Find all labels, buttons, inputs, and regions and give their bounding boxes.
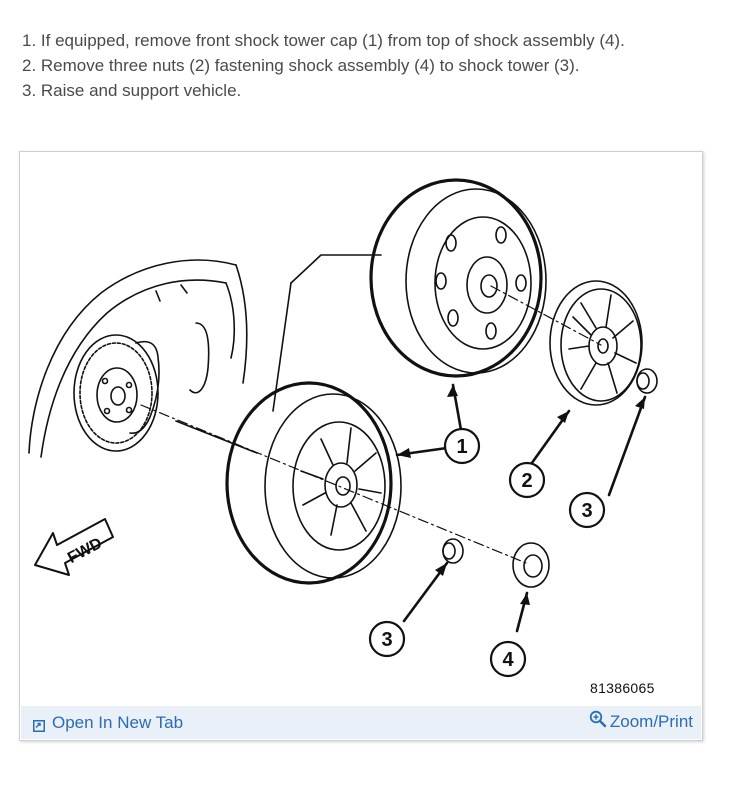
callout-3-lower-label: 3 — [381, 629, 392, 651]
figure-card: 1 2 3 3 4 FWD 81386065 Open In New Tab Z… — [19, 151, 703, 741]
open-in-new-tab-icon — [33, 717, 45, 732]
callout-2-label: 2 — [521, 470, 532, 492]
callout-3-upper-label: 3 — [581, 500, 592, 522]
callout-4-circle — [489, 640, 527, 678]
lower-wheel — [225, 381, 402, 585]
instruction-step-3: 3. Raise and support vehicle. — [22, 81, 242, 100]
zoom-print-link[interactable]: Zoom/Print — [589, 710, 693, 733]
open-in-new-tab-link[interactable]: Open In New Tab — [33, 713, 183, 733]
instruction-step-2: 2. Remove three nuts (2) fastening shock… — [22, 56, 580, 75]
lower-lug-nut — [442, 538, 464, 564]
callout-3-upper-circle — [568, 491, 606, 529]
callout-3-lower-circle — [368, 620, 406, 658]
callout-1-circle — [443, 427, 481, 465]
leader-frame — [290, 254, 382, 284]
open-in-new-tab-label: Open In New Tab — [52, 713, 184, 732]
upper-wheel — [369, 178, 547, 378]
magnifier-plus-icon — [589, 710, 607, 733]
instruction-step-1: 1. If equipped, remove front shock tower… — [22, 31, 625, 50]
upper-lug-nut — [636, 368, 658, 394]
wheel-cover-illustration: 1 2 3 3 4 FWD — [28, 178, 658, 678]
figure-id: 81386065 — [590, 680, 655, 696]
callout-4-label: 4 — [502, 649, 514, 671]
zoom-print-label: Zoom/Print — [609, 712, 693, 731]
fwd-arrow — [34, 518, 114, 576]
callout-2-circle — [508, 461, 546, 499]
brake-rotor — [73, 322, 210, 452]
fender-outline — [28, 259, 248, 458]
callout-1-label: 1 — [456, 436, 467, 458]
fwd-label: FWD — [65, 535, 105, 567]
figure-footer: Open In New Tab Zoom/Print — [21, 706, 701, 739]
center-cap — [512, 542, 550, 588]
instruction-list: 1. If equipped, remove front shock tower… — [22, 28, 625, 103]
upper-wheel-cover — [549, 280, 643, 406]
